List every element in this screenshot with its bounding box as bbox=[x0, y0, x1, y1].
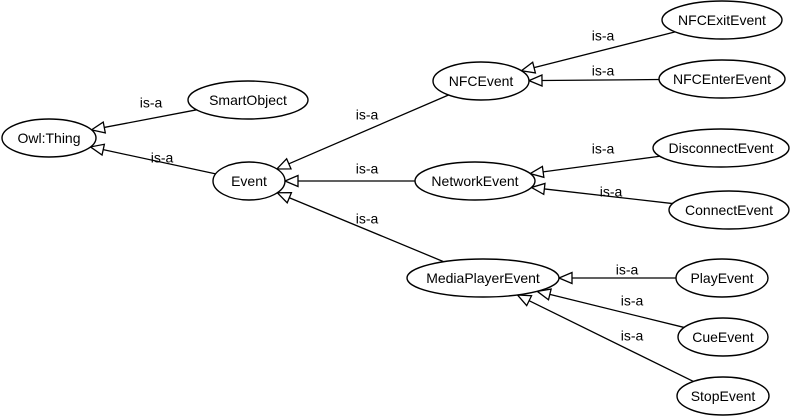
arrowhead-icon bbox=[283, 174, 299, 188]
edge-label: is-a bbox=[592, 63, 615, 79]
node-label: NetworkEvent bbox=[431, 173, 518, 189]
edge-line bbox=[533, 31, 676, 69]
edge-network-event-to-event: is-a bbox=[283, 161, 415, 188]
node-nfc-enter-event: NFCEnterEvent bbox=[658, 59, 786, 99]
edge-label: is-a bbox=[356, 161, 379, 177]
arrowhead-icon bbox=[557, 271, 573, 285]
edge-smart-object-to-owl-thing: is-a bbox=[89, 95, 197, 134]
node-label: ConnectEvent bbox=[685, 202, 773, 218]
edge-line bbox=[528, 300, 694, 383]
node-ellipse bbox=[676, 376, 770, 416]
edge-line bbox=[103, 149, 216, 175]
node-label: NFCEvent bbox=[449, 73, 514, 89]
node-ellipse bbox=[414, 161, 536, 201]
node-ellipse bbox=[677, 317, 769, 357]
node-label: NFCExitEvent bbox=[678, 12, 766, 28]
edge-label: is-a bbox=[356, 211, 379, 227]
edge-connect-event-to-network-event: is-a bbox=[529, 182, 673, 205]
node-ellipse bbox=[661, 0, 783, 40]
node-label: DisconnectEvent bbox=[668, 140, 773, 156]
node-network-event: NetworkEvent bbox=[414, 161, 536, 201]
edge-label: is-a bbox=[151, 150, 174, 166]
edge-disconnect-event-to-network-event: is-a bbox=[528, 141, 660, 179]
arrowhead-icon bbox=[528, 165, 545, 179]
node-label: NFCEnterEvent bbox=[673, 71, 771, 87]
node-cue-event: CueEvent bbox=[677, 317, 769, 357]
node-nfc-event: NFCEvent bbox=[432, 61, 530, 101]
arrowhead-icon bbox=[88, 143, 106, 157]
edge-nfc-enter-event-to-nfc-event: is-a bbox=[527, 63, 660, 87]
node-play-event: PlayEvent bbox=[675, 258, 769, 298]
node-event: Event bbox=[212, 161, 286, 201]
edge-label: is-a bbox=[592, 141, 615, 157]
edge-line bbox=[288, 94, 449, 165]
arrowhead-icon bbox=[529, 182, 546, 196]
edge-line bbox=[541, 78, 660, 82]
node-ellipse bbox=[675, 258, 769, 298]
arrowhead-icon bbox=[519, 61, 537, 74]
node-label: Owl:Thing bbox=[17, 130, 80, 146]
edge-event-to-owl-thing: is-a bbox=[88, 143, 216, 175]
node-owl-thing: Owl:Thing bbox=[1, 118, 97, 158]
node-ellipse bbox=[658, 59, 786, 99]
node-ellipse bbox=[212, 161, 286, 201]
edge-line bbox=[104, 109, 197, 129]
node-disconnect-event: DisconnectEvent bbox=[652, 128, 790, 168]
node-connect-event: ConnectEvent bbox=[668, 190, 790, 230]
node-label: SmartObject bbox=[209, 92, 287, 108]
edge-label: is-a bbox=[140, 95, 163, 111]
edge-label: is-a bbox=[621, 293, 644, 309]
arrowhead-icon bbox=[89, 120, 107, 134]
edge-label: is-a bbox=[356, 107, 379, 123]
node-ellipse bbox=[406, 258, 560, 298]
node-ellipse bbox=[652, 128, 790, 168]
edge-play-event-to-media-player-event: is-a bbox=[557, 262, 676, 285]
edge-cue-event-to-media-player-event: is-a bbox=[535, 288, 685, 329]
node-media-player-event: MediaPlayerEvent bbox=[406, 258, 560, 298]
edge-nfc-exit-event-to-nfc-event: is-a bbox=[519, 28, 676, 74]
edge-line bbox=[543, 155, 660, 173]
arrowhead-icon bbox=[535, 288, 552, 301]
edge-line bbox=[289, 197, 444, 263]
edges-layer: is-a is-a is-a is-a is-a is-a is-a is-a is-a is-a… bbox=[88, 28, 694, 383]
arrowhead-icon bbox=[275, 191, 293, 204]
edge-media-player-event-to-event: is-a bbox=[275, 191, 444, 263]
node-ellipse bbox=[187, 80, 309, 120]
node-smart-object: SmartObject bbox=[187, 80, 309, 120]
node-label: MediaPlayerEvent bbox=[426, 270, 540, 286]
edge-line bbox=[549, 293, 685, 329]
node-ellipse bbox=[1, 118, 97, 158]
node-label: StopEvent bbox=[691, 388, 756, 404]
edge-label: is-a bbox=[616, 262, 639, 278]
node-stop-event: StopEvent bbox=[676, 376, 770, 416]
node-ellipse bbox=[432, 61, 530, 101]
node-label: PlayEvent bbox=[690, 270, 753, 286]
arrowhead-icon bbox=[275, 157, 292, 170]
node-label: CueEvent bbox=[692, 329, 754, 345]
arrowhead-icon bbox=[515, 294, 533, 307]
edge-label: is-a bbox=[592, 28, 615, 44]
edge-stop-event-to-media-player-event: is-a bbox=[515, 294, 694, 383]
node-nfc-exit-event: NFCExitEvent bbox=[661, 0, 783, 40]
node-label: Event bbox=[231, 173, 267, 189]
arrowhead-icon bbox=[527, 74, 543, 87]
edge-label: is-a bbox=[621, 328, 644, 344]
edge-line bbox=[544, 188, 673, 205]
node-ellipse bbox=[668, 190, 790, 230]
edge-label: is-a bbox=[600, 184, 623, 200]
edge-nfc-event-to-event: is-a bbox=[275, 94, 449, 170]
